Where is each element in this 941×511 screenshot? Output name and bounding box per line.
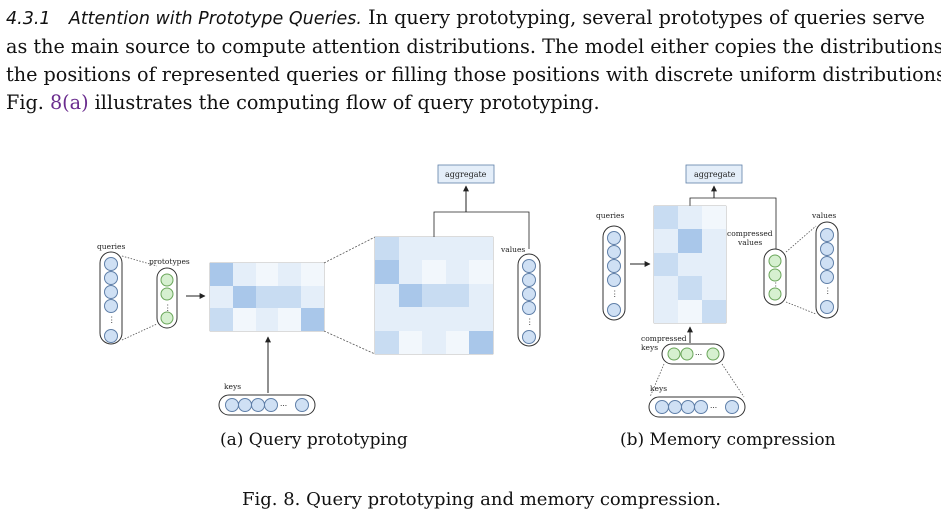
svg-text:···: ··· (280, 401, 287, 410)
prototype-node (160, 273, 174, 287)
compressed-attention-matrix (653, 205, 727, 324)
panel-query-prototyping: queries ⋮ prototypes ⋮ (97, 164, 541, 450)
section-paragraph: 4.3.1 Attention with Prototype Queries. … (6, 4, 941, 117)
svg-text:⋮: ⋮ (164, 303, 172, 312)
prototypes-label: prototypes (149, 257, 190, 266)
paragraph-line-2: as the main source to compute attention … (6, 35, 941, 58)
paragraph-line-4: Fig. 8(a) illustrates the computing flow… (6, 89, 934, 117)
keys-label-b: keys (650, 384, 667, 393)
paragraph-text-1: In query prototyping, several prototypes… (362, 6, 925, 29)
query-node (104, 285, 118, 299)
query-nodes-a: ⋮ (104, 257, 118, 343)
figure-caption: Fig. 8. Query prototyping and memory com… (242, 489, 721, 510)
query-node (104, 271, 118, 285)
compressed-keys-label-1: compressed (641, 334, 687, 343)
svg-text:···: ··· (710, 403, 717, 412)
values-label-b: values (811, 211, 836, 220)
query-node (104, 257, 118, 271)
svg-text:⋮: ⋮ (526, 317, 534, 326)
svg-text:···: ··· (695, 350, 702, 359)
query-node (104, 329, 118, 343)
subcaption-b: (b) Memory compression (620, 430, 836, 450)
prototype-node (160, 287, 174, 301)
paragraph-line-1: 4.3.1 Attention with Prototype Queries. … (6, 4, 934, 33)
full-attention-matrix (374, 236, 494, 355)
prototype-attention-matrix (209, 262, 325, 332)
queries-label-a: queries (97, 242, 125, 251)
figure-8: queries ⋮ prototypes ⋮ (97, 164, 839, 510)
section-number: 4.3.1 (6, 9, 51, 29)
svg-text:⋮: ⋮ (772, 281, 780, 290)
figure-reference-link[interactable]: 8(a) (49, 91, 89, 114)
svg-text:⋮: ⋮ (824, 286, 832, 295)
compressed-keys-label-2: keys (641, 343, 658, 352)
panel-memory-compression: aggregate queries ⋮ (596, 164, 839, 450)
subcaption-a: (a) Query prototyping (220, 430, 408, 450)
keys-label-a: keys (224, 382, 241, 391)
ellipsis-vertical: ⋮ (108, 315, 116, 324)
compressed-values-label-2: values (737, 238, 762, 247)
aggregate-box-b (685, 164, 743, 184)
aggregate-box-a (437, 164, 495, 184)
queries-label-b: queries (596, 211, 624, 220)
prototype-node (160, 311, 174, 325)
paragraph-line-3: the positions of represented queries or … (6, 63, 941, 86)
aggregate-label-a: aggregate (445, 170, 487, 179)
aggregate-label-b: aggregate (694, 170, 736, 179)
svg-text:⋮: ⋮ (611, 289, 619, 298)
paragraph-text-4a: Fig. (6, 91, 50, 114)
query-node (104, 299, 118, 313)
paragraph-text-4b: illustrates the computing flow of query … (88, 91, 600, 114)
values-label-a: values (500, 245, 525, 254)
section-title: Attention with Prototype Queries. (68, 9, 362, 29)
compressed-values-label-1: compressed (727, 229, 773, 238)
